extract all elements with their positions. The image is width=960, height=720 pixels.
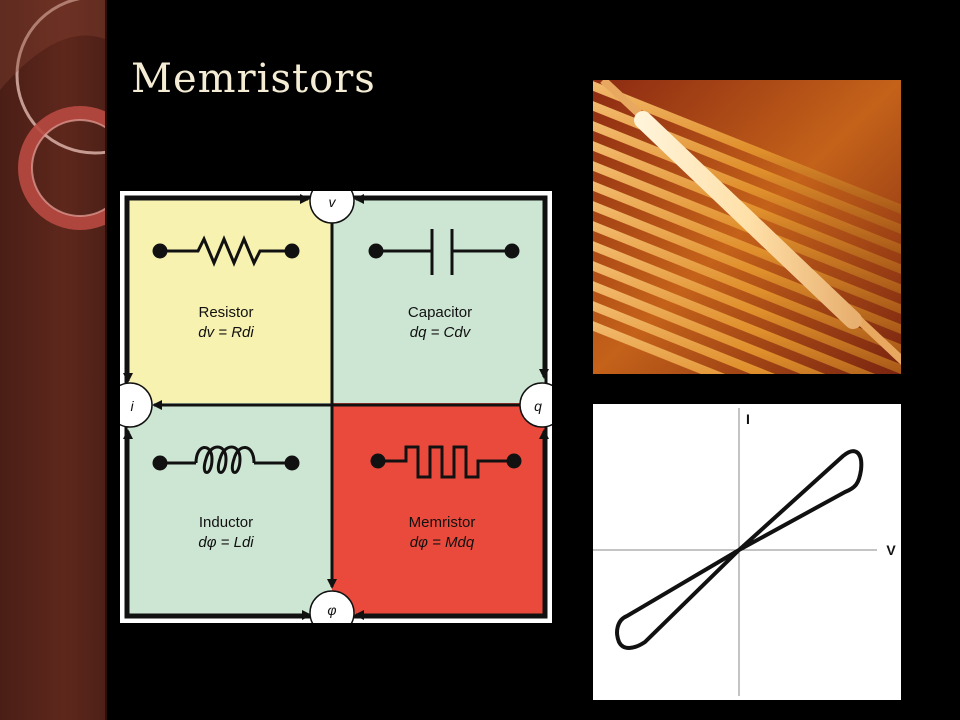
x-axis-label: V [886, 542, 896, 558]
cell-resistor [126, 197, 332, 403]
cell-memristor [332, 403, 546, 617]
nanowire-crossbar-svg [593, 80, 901, 374]
memristor-name: Memristor [409, 514, 476, 531]
circuit-elements-diagram: v i q φ Resistor dv = Rdi Capacitor dq =… [120, 191, 552, 623]
y-axis-label: I [746, 411, 750, 427]
label-v: v [329, 194, 337, 210]
inductor-name: Inductor [199, 514, 253, 531]
sidebar-edge [105, 0, 107, 720]
memristor-symbol [370, 445, 522, 479]
nanowire-crossbar-image [593, 80, 901, 374]
inductor-equation: dφ = Ldi [198, 534, 254, 551]
node-v [309, 191, 355, 224]
node-q [519, 382, 552, 428]
cell-inductor [126, 403, 332, 617]
label-i: i [130, 398, 134, 414]
circuit-elements-svg: v i q φ Resistor dv = Rdi Capacitor dq =… [120, 191, 552, 623]
hysteresis-loop [615, 449, 864, 650]
resistor-symbol [152, 235, 300, 267]
resistor-equation: dv = Rdi [198, 324, 254, 341]
node-i [120, 382, 153, 428]
capacitor-symbol [368, 229, 520, 275]
parallel-nanowires [593, 81, 901, 374]
iv-plot-svg: V I [593, 408, 896, 696]
inductor-symbol [152, 445, 300, 474]
memristor-equation: dφ = Mdq [410, 534, 475, 551]
capacitor-equation: dq = Cdv [410, 324, 472, 341]
label-q: q [534, 398, 542, 414]
decorative-circles [0, 0, 107, 230]
decorative-arc-fill [0, 0, 107, 90]
crossing-nanowire [600, 80, 901, 365]
label-phi: φ [327, 602, 336, 618]
node-phi [309, 590, 355, 623]
decorative-ring-inner [31, 119, 107, 217]
decorative-sidebar [0, 0, 107, 720]
decorative-ring-red [18, 106, 107, 230]
capacitor-name: Capacitor [408, 304, 472, 321]
slide-title: Memristors [131, 56, 376, 102]
cell-capacitor [332, 197, 546, 403]
decorative-ring-large [15, 0, 107, 155]
pinched-hysteresis-plot: V I [593, 404, 901, 700]
resistor-name: Resistor [198, 304, 253, 321]
